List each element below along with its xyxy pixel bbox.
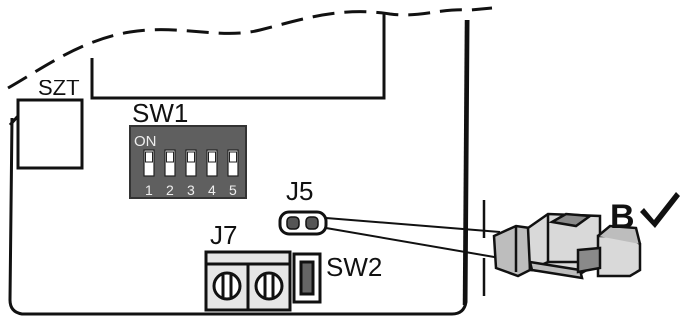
left-square-component [16,98,84,170]
dip-key-2: 2 [164,149,176,198]
callout-label: B [610,198,635,236]
push-button-sw2 [292,252,322,304]
check-icon [640,192,680,228]
dip-key-5: 5 [227,149,239,198]
callout-lines [325,217,501,259]
dip-key-3: 3 [185,149,197,198]
dip-number-label: 2 [166,182,174,198]
terminal-screw-2 [254,271,284,301]
dip-number-label: 4 [208,182,216,198]
dip-key-1: 1 [143,149,155,198]
jumper-connector-enlarged [482,200,642,296]
dip-number-label: 3 [187,182,195,198]
jumper-label: J5 [286,176,313,206]
dip-number-label: 5 [229,182,237,198]
board-outline [7,6,493,316]
terminal-label: J7 [210,220,237,250]
partial-top-label: SZT [38,75,80,100]
terminal-screw-1 [212,271,242,301]
button-label: SW2 [326,252,382,282]
jumper-j5 [278,210,328,236]
dip-number-label: 1 [145,182,153,198]
dip-switch-label: SW1 [132,98,188,128]
dip-key-4: 4 [206,149,218,198]
terminal-block-j7 [204,250,292,312]
dip-on-label: ON [134,133,157,150]
top-component-box [90,12,386,100]
